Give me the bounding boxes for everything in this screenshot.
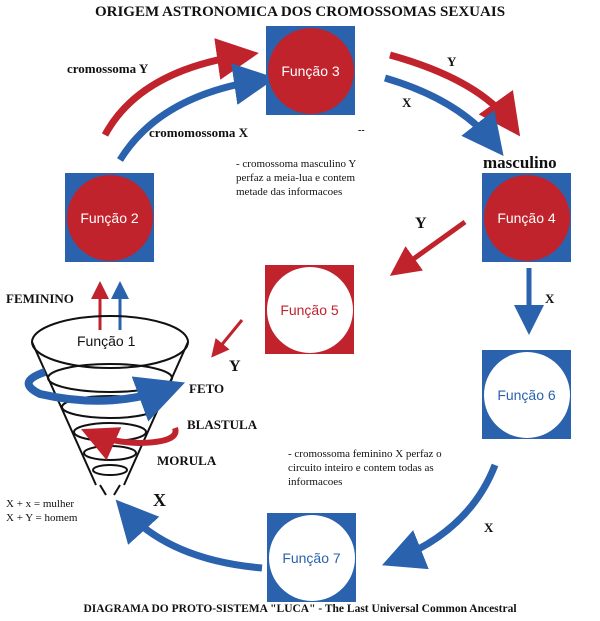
note-feminino-line-3: informacoes xyxy=(288,476,343,488)
equation-mulher: X + x = mulher xyxy=(6,498,75,510)
function-5-circle: Função 5 xyxy=(266,266,353,353)
label-blastula: BLASTULA xyxy=(187,417,258,432)
function-2-circle: Função 2 xyxy=(66,174,153,261)
diagram-footer: DIAGRAMA DO PROTO-SISTEMA "LUCA" - The L… xyxy=(83,603,517,615)
label-cromossoma-y: cromossoma Y xyxy=(67,61,149,76)
function-2-box: Função 2 xyxy=(65,173,154,262)
function-5-label: Função 5 xyxy=(280,301,339,318)
label-x-top: X xyxy=(402,95,412,110)
arrow-red-f5-funnel xyxy=(211,319,244,358)
label-masculino: masculino xyxy=(483,153,557,172)
arrow-red-top-right xyxy=(389,51,521,137)
function-6-box: Função 6 xyxy=(482,350,571,439)
function-3-label: Função 3 xyxy=(281,62,340,79)
note-masculino-line-3: metade das informacoes xyxy=(236,186,343,198)
function-7-circle: Função 7 xyxy=(268,514,355,601)
note-masculino-line-2: perfaz a meia-lua e contem xyxy=(236,172,356,184)
arrow-red-f4-f5 xyxy=(389,219,467,276)
function-3-circle: Função 3 xyxy=(267,27,354,114)
function-6-circle: Função 6 xyxy=(483,351,570,438)
label-feto: FETO xyxy=(189,381,225,396)
label-x-mid: X xyxy=(545,291,555,306)
function-6-label: Função 6 xyxy=(497,386,556,403)
function-1-label: Função 1 xyxy=(77,333,136,349)
note-equations: X + x = mulher X + Y = homem xyxy=(6,497,77,525)
label-y-top: Y xyxy=(447,54,457,69)
note-feminino-line-1: - cromossoma feminino X perfaz o xyxy=(288,448,442,460)
function-2-label: Função 2 xyxy=(80,209,139,226)
function-4-label: Função 4 xyxy=(497,209,556,226)
note-feminino: - cromossoma feminino X perfaz o circuit… xyxy=(288,447,442,489)
note-masculino-line-1: - cromossoma masculino Y xyxy=(236,158,357,170)
function-4-box: Função 4 xyxy=(482,173,571,262)
equation-homem: X + Y = homem xyxy=(6,512,78,524)
arrow-blue-f6-f7 xyxy=(382,463,499,570)
label-feminino: FEMININO xyxy=(6,291,74,306)
swirl-red xyxy=(81,426,179,461)
label-dash: -- xyxy=(358,125,365,136)
label-y-mid: Y xyxy=(415,215,427,232)
note-masculino: - cromossoma masculino Y perfaz a meia-l… xyxy=(236,157,356,199)
function-7-box: Função 7 xyxy=(267,513,356,602)
arrow-blue-top-right xyxy=(384,74,504,157)
function-7-label: Função 7 xyxy=(282,549,341,566)
arrow-red-top-left xyxy=(101,38,259,137)
function-3-box: Função 3 xyxy=(266,26,355,115)
swirl-blue xyxy=(24,368,186,422)
diagram-title: ORIGEM ASTRONOMICA DOS CROMOSSOMAS SEXUA… xyxy=(94,4,506,20)
function-5-box: Função 5 xyxy=(265,265,354,354)
label-y-left: Y xyxy=(229,358,241,375)
label-cromomossoma-x: cromomossoma X xyxy=(149,125,249,140)
note-feminino-line-2: circuito inteiro e contem todas as xyxy=(288,462,434,474)
arrow-blue-top-left xyxy=(117,63,276,162)
label-x-big: X xyxy=(153,490,166,510)
arrow-blue-f7-funnel xyxy=(115,499,263,572)
function-4-circle: Função 4 xyxy=(483,174,570,261)
label-morula: MORULA xyxy=(157,453,217,468)
label-x-bottom: X xyxy=(484,520,494,535)
